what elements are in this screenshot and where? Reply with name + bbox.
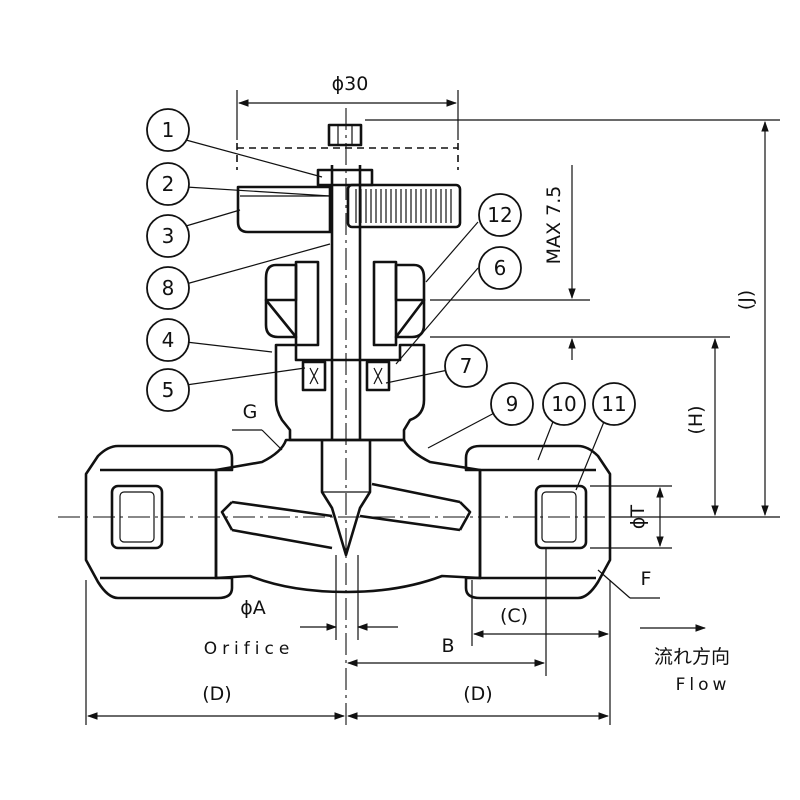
left-fitting — [84, 444, 234, 600]
balloon-11: 11 — [592, 382, 636, 426]
balloon-12: 12 — [478, 193, 522, 237]
flow-direction: 流れ方向 Flow — [640, 624, 731, 695]
svg-text:4: 4 — [162, 328, 175, 352]
svg-text:11: 11 — [601, 392, 626, 416]
dim-max75: MAX 7.5 — [430, 165, 590, 360]
balloon-5: 5 — [146, 368, 190, 412]
svg-text:6: 6 — [494, 256, 507, 280]
balloon-1: 1 — [146, 108, 190, 152]
handle-outline — [236, 143, 459, 170]
stem-top-nut — [327, 123, 363, 147]
handle-knob — [236, 168, 462, 234]
svg-text:MAX 7.5: MAX 7.5 — [543, 186, 565, 265]
svg-text:8: 8 — [162, 276, 175, 300]
svg-text:ϕ30: ϕ30 — [332, 73, 369, 95]
balloon-10: 10 — [542, 382, 586, 426]
balloon-4: 4 — [146, 318, 190, 362]
svg-text:流れ方向: 流れ方向 — [654, 646, 730, 668]
dim-phiT: ϕT — [590, 485, 672, 549]
label-G: G — [232, 401, 283, 451]
valve-stem — [330, 165, 362, 440]
dim-phi30: ϕ30 — [236, 73, 459, 140]
svg-text:(J): (J) — [735, 290, 757, 310]
svg-text:(D): (D) — [202, 683, 231, 705]
svg-text:2: 2 — [162, 172, 175, 196]
svg-text:7: 7 — [460, 354, 473, 378]
svg-text:ϕT: ϕT — [627, 505, 649, 530]
svg-text:B: B — [441, 635, 454, 657]
dim-D: (D) (D) — [85, 580, 610, 725]
dim-J: (J) — [365, 119, 780, 518]
valve-body-upper — [274, 343, 426, 442]
dim-H: (H) — [590, 336, 730, 517]
svg-text:(D): (D) — [463, 683, 492, 705]
valve-body-main — [214, 438, 482, 594]
svg-text:1: 1 — [162, 118, 175, 142]
dim-phiA: ϕA Orifice — [204, 555, 398, 659]
balloon-3: 3 — [146, 214, 190, 258]
svg-text:(C): (C) — [500, 605, 528, 627]
balloon-6: 6 — [478, 246, 522, 290]
svg-text:ϕA: ϕA — [240, 597, 266, 619]
right-fitting — [464, 444, 612, 600]
dim-C: (C) — [471, 580, 611, 725]
balloon-8: 8 — [146, 266, 190, 310]
svg-text:12: 12 — [487, 203, 512, 227]
svg-text:3: 3 — [162, 224, 175, 248]
balloon-9: 9 — [490, 382, 534, 426]
svg-text:G: G — [243, 401, 258, 423]
svg-text:F: F — [641, 568, 652, 590]
balloon-2: 2 — [146, 162, 190, 206]
leader-lines — [185, 139, 609, 491]
svg-text:(H): (H) — [685, 405, 707, 434]
dim-B: B — [346, 548, 547, 676]
label-F: F — [597, 568, 660, 599]
svg-text:10: 10 — [551, 392, 576, 416]
svg-text:Orifice: Orifice — [204, 639, 295, 659]
balloon-7: 7 — [444, 344, 488, 388]
svg-text:5: 5 — [162, 378, 175, 402]
bonnet-nut — [264, 260, 426, 347]
svg-text:9: 9 — [506, 392, 519, 416]
svg-text:Flow: Flow — [676, 675, 731, 695]
